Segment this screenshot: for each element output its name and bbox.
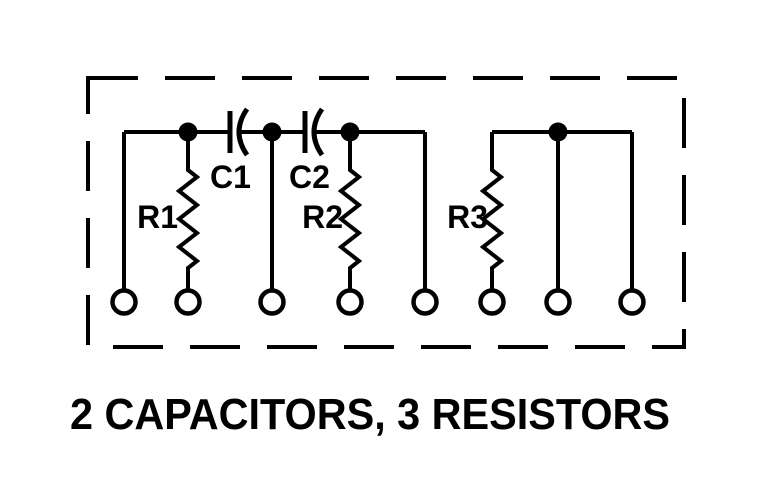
terminal-pin-7 <box>544 288 572 316</box>
resistor-r3-symbol <box>479 132 505 291</box>
junction-dot <box>340 122 360 142</box>
junction-dot <box>262 122 282 142</box>
resistor-r2-symbol <box>337 132 363 291</box>
c1-curved-plate <box>236 107 250 157</box>
terminal-pin-3 <box>258 288 286 316</box>
junction-dot <box>178 122 198 142</box>
terminal-pin-5 <box>411 288 439 316</box>
resistor-r1-label: R1 <box>137 199 178 235</box>
capacitor-c1-label: C1 <box>210 159 251 195</box>
resistor-r2-label: R2 <box>302 199 343 235</box>
capacitor-c2-label: C2 <box>289 159 330 195</box>
diagram-caption: 2 CAPACITORS, 3 RESISTORS <box>70 390 670 439</box>
drop-wires <box>122 132 427 291</box>
terminal-pin-8 <box>618 288 646 316</box>
circuit-group-1 <box>122 107 427 291</box>
capacitor-c2-symbol <box>302 107 325 157</box>
c2-curved-plate <box>311 107 325 157</box>
terminal-pin-4 <box>336 288 364 316</box>
resistor-r3-label: R3 <box>447 199 488 235</box>
package-outline <box>86 76 686 349</box>
resistor-r1-symbol <box>175 132 201 291</box>
drop-wires <box>556 132 634 291</box>
terminal-pin-2 <box>174 288 202 316</box>
terminal-row <box>110 288 646 316</box>
capacitor-c1-symbol <box>227 107 250 157</box>
junction-dot <box>548 122 568 142</box>
circuit-group-2 <box>479 122 634 291</box>
terminal-pin-1 <box>110 288 138 316</box>
terminal-pin-6 <box>478 288 506 316</box>
